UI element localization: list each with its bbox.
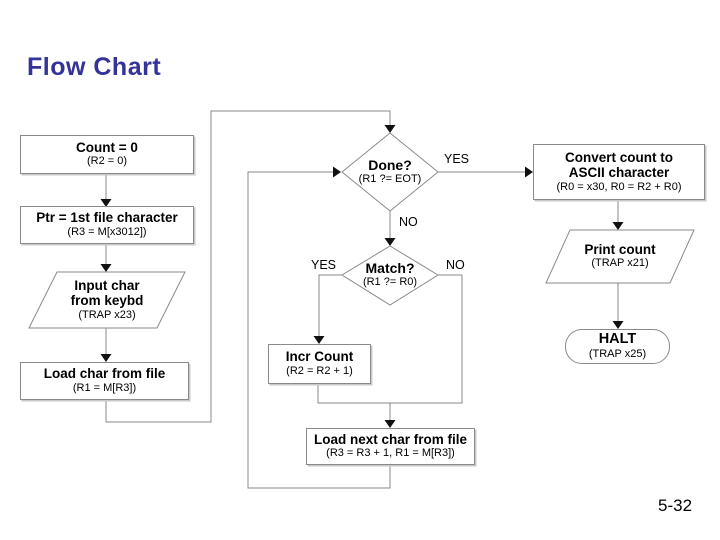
convert-box: Convert count to ASCII character (R0 = x… [533,144,705,200]
load-char-sub: (R1 = M[R3]) [72,381,137,394]
input-parallelogram: Input char from keybd (TRAP x23) [29,272,185,328]
done-diamond: Done? (R1 ?= EOT) [342,146,438,198]
count-label: Count = 0 [76,139,138,155]
connector-loadnext-loopback-to-done [247,171,391,489]
arrowhead-icon [384,420,396,428]
load-next-box: Load next char from file (R3 = R3 + 1, R… [306,428,475,465]
count-box: Count = 0 (R2 = 0) [20,135,194,174]
connector-match-yes-to-incr [318,274,342,336]
arrowhead-icon [384,238,396,246]
match-yes-label: YES [311,258,337,272]
arrowhead-icon [612,222,624,230]
page-number: 5-32 [658,496,693,515]
input-parallelogram-shape [28,271,186,329]
halt-terminator: HALT (TRAP x25) [565,329,670,364]
convert-label-line2: ASCII character [568,165,670,181]
arrowhead-icon [612,321,624,329]
halt-label: HALT [598,331,637,348]
load-next-sub: (R3 = R3 + 1, R1 = M[R3]) [326,447,455,460]
connector-loadchar-to-done [105,110,391,423]
match-label: Match? [365,260,415,277]
print-parallelogram: Print count (TRAP x21) [546,230,694,283]
input-label-line2: from keybd [70,293,144,309]
done-label: Done? [368,157,412,174]
arrowhead-icon [313,336,325,344]
input-sub: (TRAP x23) [78,308,136,321]
load-char-box: Load char from file (R1 = M[R3]) [20,362,189,400]
print-label: Print count [584,241,656,257]
done-sub: (R1 ?= EOT) [358,173,422,186]
print-sub: (TRAP x21) [591,257,649,270]
incr-count-sub: (R2 = R2 + 1) [286,364,353,377]
done-no-label: NO [399,215,418,229]
count-sub: (R2 = 0) [86,155,128,168]
incr-count-box: Incr Count (R2 = R2 + 1) [268,344,371,384]
ptr-sub: (R3 = M[x3012]) [67,225,147,238]
match-no-label: NO [446,258,465,272]
arrowhead-icon [333,166,341,178]
convert-sub: (R0 = x30, R0 = R2 + R0) [556,180,682,193]
print-parallelogram-shape [545,229,695,284]
input-label-line1: Input char [74,277,140,293]
arrowhead-icon [525,166,533,178]
halt-sub: (TRAP x25) [588,347,647,360]
arrowhead-icon [100,354,112,362]
ptr-box: Ptr = 1st file character (R3 = M[x3012]) [20,206,194,244]
arrowhead-icon [100,199,112,207]
convert-label-line1: Convert count to [565,149,673,165]
ptr-label: Ptr = 1st file character [36,210,178,226]
match-sub: (R1 ?= R0) [362,276,418,289]
match-diamond-shape [341,245,439,306]
connector-match-no-merge [317,274,463,404]
done-yes-label: YES [444,152,470,166]
arrowhead-icon [384,125,396,133]
page-title: Flow Chart [27,53,162,81]
incr-count-label: Incr Count [285,349,354,365]
load-char-label: Load char from file [43,366,166,382]
done-diamond-shape [341,132,439,212]
match-diamond: Match? (R1 ?= R0) [342,249,438,301]
arrowhead-icon [100,264,112,272]
load-next-label: Load next char from file [313,431,468,447]
